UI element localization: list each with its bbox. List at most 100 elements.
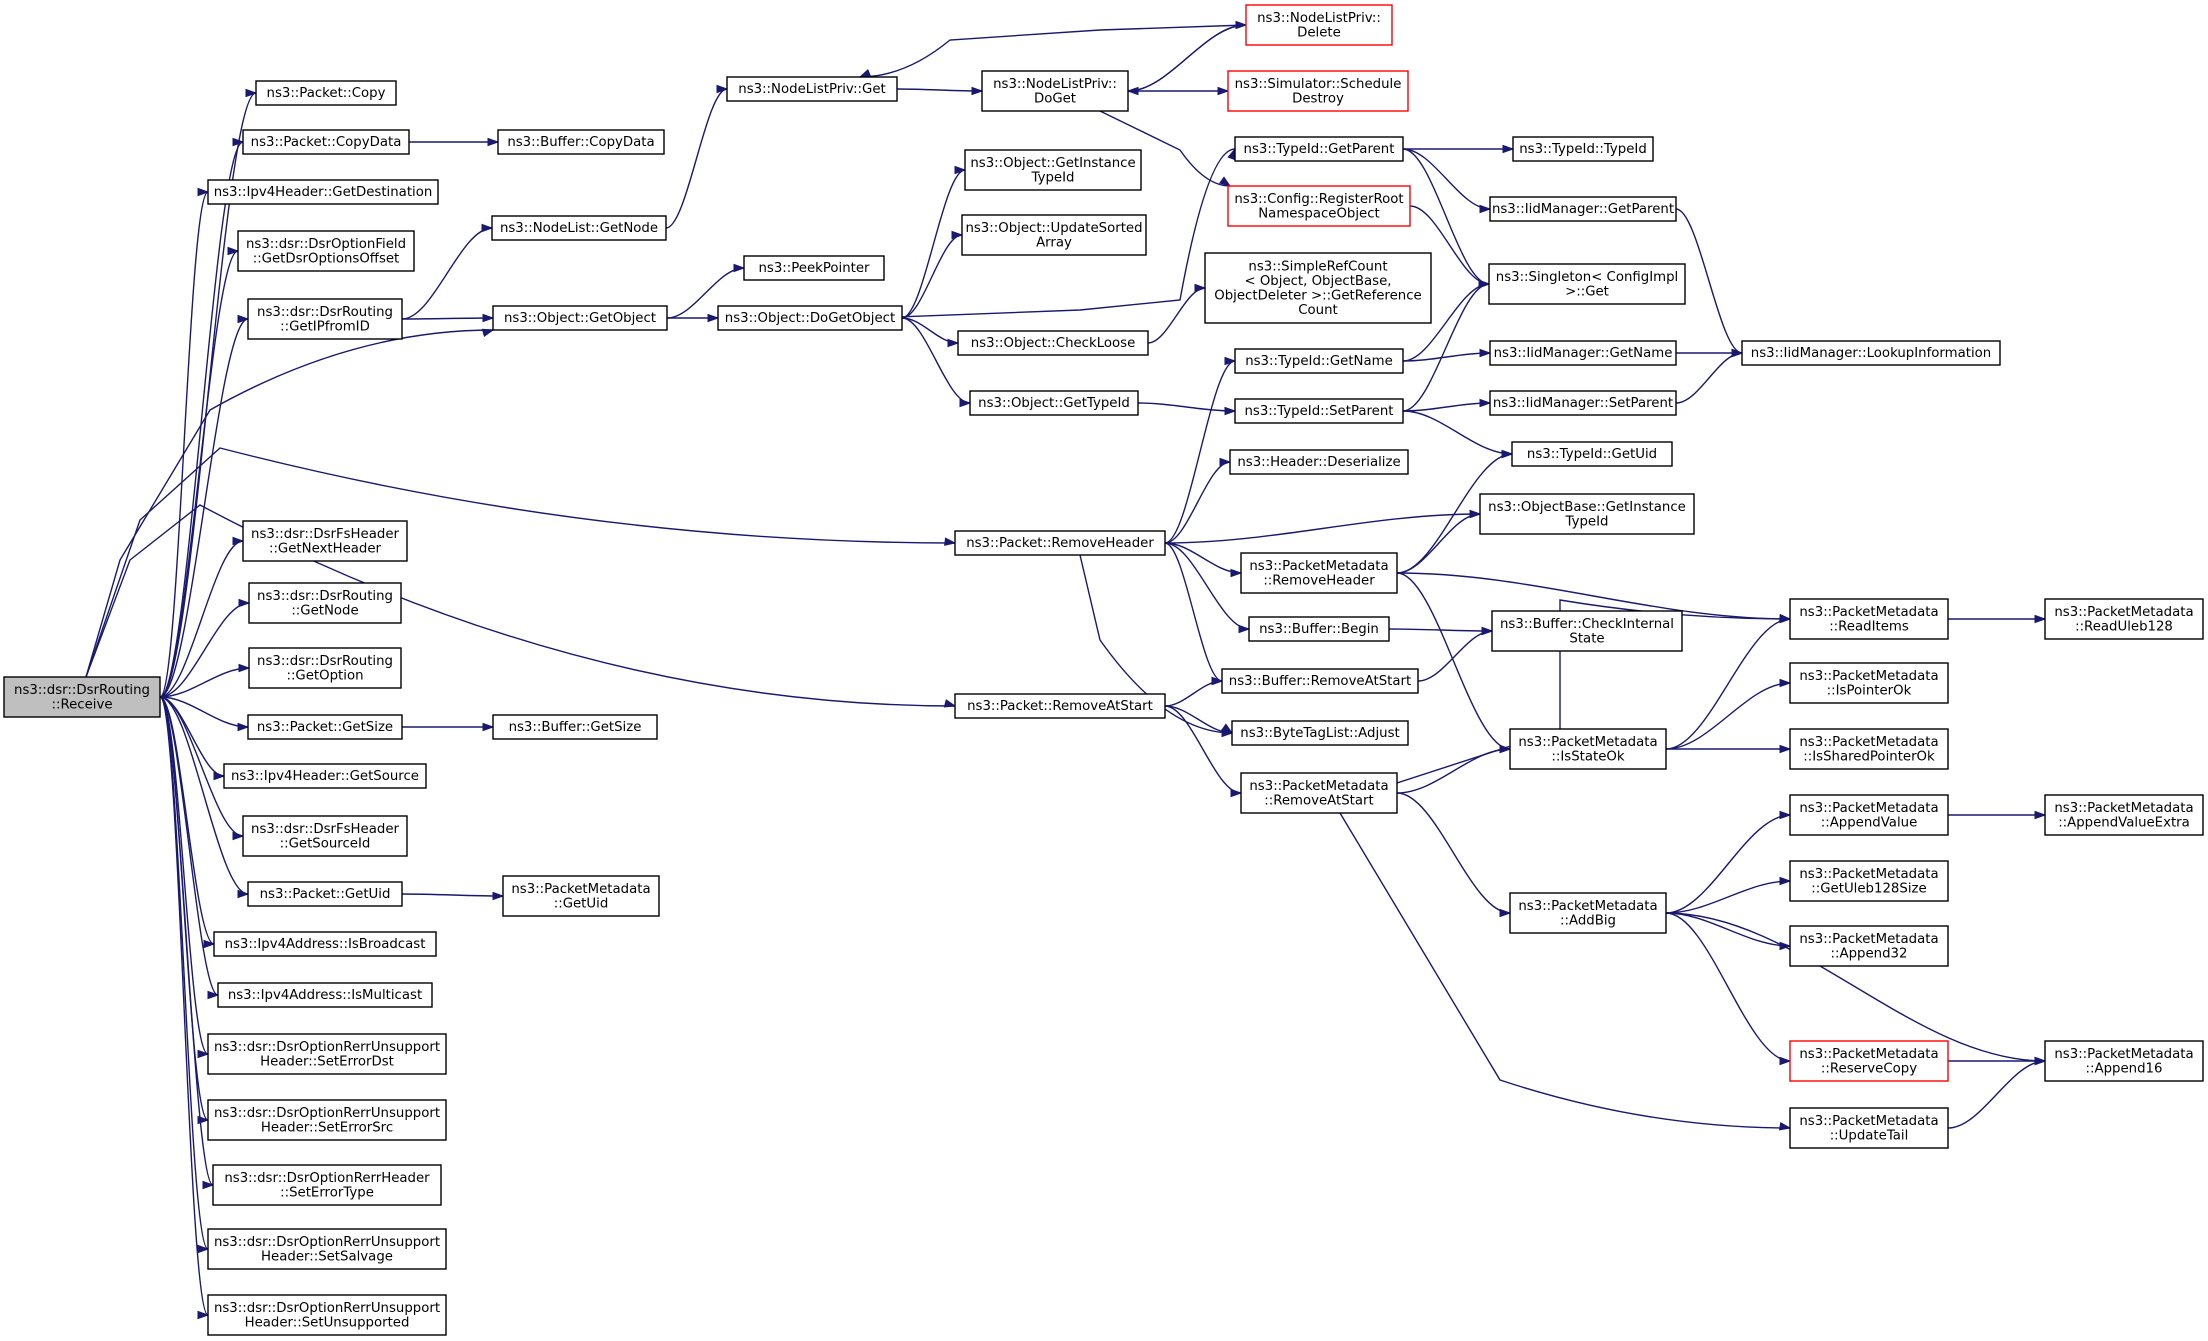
node-obj-getobject[interactable]: ns3::Object::GetObject: [492, 305, 668, 331]
node-pm-getuid[interactable]: ns3::PacketMetadata::GetUid: [502, 875, 660, 917]
node-iid-setparent[interactable]: ns3::IidManager::SetParent: [1489, 390, 1677, 416]
node-label-line: ns3::NodeListPriv::Get: [738, 82, 885, 97]
node-rerr-setunsupported[interactable]: ns3::dsr::DsrOptionRerrUnsupportHeader::…: [207, 1294, 447, 1336]
node-pkt-getuid[interactable]: ns3::Packet::GetUid: [247, 881, 403, 907]
node-pm-removeheader[interactable]: ns3::PacketMetadata::RemoveHeader: [1240, 552, 1398, 594]
edge-root-to-getipfromid: [159, 318, 249, 698]
node-box: [248, 582, 402, 624]
node-nlp-doget[interactable]: ns3::NodeListPriv::DoGet: [981, 70, 1129, 112]
node-label-line: ns3::Buffer::GetSize: [509, 720, 642, 735]
node-label-line: ns3::NodeList::GetNode: [500, 221, 658, 236]
node-pm-appendvalueextra[interactable]: ns3::PacketMetadata::AppendValueExtra: [2044, 794, 2204, 836]
node-optfield[interactable]: ns3::dsr::DsrOptionField::GetDsrOptionsO…: [237, 230, 415, 272]
node-pm-readuleb[interactable]: ns3::PacketMetadata::ReadUleb128: [2044, 598, 2204, 640]
node-pkt-getsize[interactable]: ns3::Packet::GetSize: [247, 714, 403, 740]
node-obj-gettypeid[interactable]: ns3::Object::GetTypeId: [969, 390, 1139, 416]
node-pm-append16[interactable]: ns3::PacketMetadata::Append16: [2044, 1040, 2204, 1082]
node-buf-getsize[interactable]: ns3::Buffer::GetSize: [492, 714, 658, 740]
node-nodelist-getnode[interactable]: ns3::NodeList::GetNode: [491, 215, 667, 241]
edge-arrowhead: [232, 536, 245, 546]
node-pm-isstateok[interactable]: ns3::PacketMetadata::IsStateOk: [1509, 728, 1667, 770]
node-label-line: ::GetDsrOptionsOffset: [253, 251, 400, 266]
node-box: [1240, 552, 1398, 594]
node-label-line: ns3::PacketMetadata: [1799, 669, 1938, 684]
node-dsr-getnode[interactable]: ns3::dsr::DsrRouting::GetNode: [248, 582, 402, 624]
edge-arrowhead: [492, 891, 505, 901]
node-tid-setparent[interactable]: ns3::TypeId::SetParent: [1234, 398, 1404, 424]
node-peekpointer[interactable]: ns3::PeekPointer: [743, 255, 885, 281]
node-ipv4h-getsrc[interactable]: ns3::Ipv4Header::GetSource: [223, 763, 427, 789]
node-label-line: ns3::Simulator::Schedule: [1235, 77, 1402, 92]
edge-arrowhead: [943, 699, 957, 708]
node-nlp-get[interactable]: ns3::NodeListPriv::Get: [726, 76, 898, 102]
node-pkt-copydata[interactable]: ns3::Packet::CopyData: [242, 129, 410, 155]
node-ipv4a-isbcast[interactable]: ns3::Ipv4Address::IsBroadcast: [213, 931, 437, 957]
node-tid-getname[interactable]: ns3::TypeId::GetName: [1234, 348, 1404, 374]
node-pkt-removeatstart[interactable]: ns3::Packet::RemoveAtStart: [954, 693, 1166, 719]
edge-arrowhead: [733, 263, 746, 273]
node-rerr-seterrdst[interactable]: ns3::dsr::DsrOptionRerrUnsupportHeader::…: [207, 1033, 447, 1075]
node-iid-getname[interactable]: ns3::IidManager::GetName: [1489, 340, 1677, 366]
edge-root-to-fs-getnexthdr: [159, 540, 244, 698]
edge-arrowhead: [1779, 1056, 1792, 1066]
node-rerr-seterrtype[interactable]: ns3::dsr::DsrOptionRerrHeader::SetErrorT…: [212, 1164, 442, 1206]
node-pkt-removeheader[interactable]: ns3::Packet::RemoveHeader: [954, 530, 1166, 556]
node-ipv4a-ismcast[interactable]: ns3::Ipv4Address::IsMulticast: [217, 982, 433, 1008]
node-label-line: ns3::dsr::DsrFsHeader: [251, 822, 399, 837]
edge-obj-dogetobject-to-tid-getparent: [869, 148, 1236, 319]
node-buf-copydata[interactable]: ns3::Buffer::CopyData: [497, 129, 665, 155]
node-tid-typeid[interactable]: ns3::TypeId::TypeId: [1512, 136, 1654, 162]
node-pm-appendvalue[interactable]: ns3::PacketMetadata::AppendValue: [1789, 794, 1949, 836]
node-singleton-get[interactable]: ns3::Singleton< ConfigImpl >::Get: [1488, 263, 1686, 305]
node-buf-begin[interactable]: ns3::Buffer::Begin: [1248, 616, 1390, 642]
node-root[interactable]: ns3::dsr::DsrRouting::Receive: [3, 676, 161, 718]
node-tid-getuid[interactable]: ns3::TypeId::GetUid: [1511, 441, 1673, 467]
edge-arrowhead: [707, 313, 720, 323]
node-pm-updatetail[interactable]: ns3::PacketMetadata::UpdateTail: [1789, 1107, 1949, 1149]
node-hdr-deser[interactable]: ns3::Header::Deserialize: [1229, 449, 1409, 475]
edge-arrowhead: [202, 1180, 215, 1190]
node-nlp-delete[interactable]: ns3::NodeListPriv::Delete: [1245, 4, 1393, 46]
node-fs-getnexthdr[interactable]: ns3::dsr::DsrFsHeader::GetNextHeader: [242, 520, 408, 562]
node-pm-reservecopy[interactable]: ns3::PacketMetadata::ReserveCopy: [1789, 1040, 1949, 1082]
node-pm-isptrok[interactable]: ns3::PacketMetadata::IsPointerOk: [1789, 662, 1949, 704]
node-obj-checkloose[interactable]: ns3::Object::CheckLoose: [957, 330, 1149, 356]
node-pm-readitems[interactable]: ns3::PacketMetadata::ReadItems: [1789, 598, 1949, 640]
node-label-line: ns3::Buffer::RemoveAtStart: [1229, 674, 1411, 689]
edge-pkt-removeheader-to-buf-removeatstart: [1164, 542, 1223, 682]
node-iid-getparent[interactable]: ns3::IidManager::GetParent: [1489, 196, 1677, 222]
node-iid-lookup[interactable]: ns3::IidManager::LookupInformation: [1741, 340, 2001, 366]
node-getipfromid[interactable]: ns3::dsr::DsrRouting::GetIPfromID: [247, 298, 403, 340]
node-label-line: ns3::Buffer::CheckInternal: [1500, 617, 1674, 632]
node-simplerefcount[interactable]: ns3::SimpleRefCount< Object, ObjectBase,…: [1204, 252, 1432, 324]
node-buf-removeatstart[interactable]: ns3::Buffer::RemoveAtStart: [1221, 668, 1419, 694]
node-rerr-setsalvage[interactable]: ns3::dsr::DsrOptionRerrUnsupportHeader::…: [207, 1228, 447, 1270]
node-rerr-seterrsrc[interactable]: ns3::dsr::DsrOptionRerrUnsupportHeader::…: [207, 1099, 447, 1141]
node-obj-dogetobject[interactable]: ns3::Object::DoGetObject: [717, 305, 903, 331]
node-ipv4h-getdest[interactable]: ns3::Ipv4Header::GetDestination: [207, 179, 439, 205]
edge-arrowhead: [1469, 509, 1482, 519]
node-btl-adjust[interactable]: ns3::ByteTagList::Adjust: [1231, 720, 1409, 746]
node-box: [1509, 892, 1667, 934]
edge-arrowhead: [232, 831, 245, 841]
node-pm-append32[interactable]: ns3::PacketMetadata::Append32: [1789, 925, 1949, 967]
node-dsr-getoption[interactable]: ns3::dsr::DsrRouting::GetOption: [248, 647, 402, 689]
node-tid-getparent[interactable]: ns3::TypeId::GetParent: [1234, 136, 1404, 162]
node-label-line: TypeId: [1031, 170, 1075, 185]
edge-pm-addbig-to-pm-appendvalue: [1665, 814, 1791, 914]
node-pm-removeatstart[interactable]: ns3::PacketMetadata::RemoveAtStart: [1240, 772, 1398, 814]
node-box: [242, 129, 410, 155]
node-fs-getsourceid[interactable]: ns3::dsr::DsrFsHeader::GetSourceId: [242, 815, 408, 857]
node-label-line: ns3::dsr::DsrOptionRerrUnsupport: [214, 1040, 440, 1055]
node-pm-getuleb[interactable]: ns3::PacketMetadata::GetUleb128Size: [1789, 860, 1949, 902]
node-pm-addbig[interactable]: ns3::PacketMetadata::AddBig: [1509, 892, 1667, 934]
node-pm-issharedptrok[interactable]: ns3::PacketMetadata::IsSharedPointerOk: [1789, 728, 1949, 770]
node-pkt-copy[interactable]: ns3::Packet::Copy: [255, 80, 397, 106]
node-label-line: ns3::dsr::DsrOptionRerrUnsupport: [214, 1301, 440, 1316]
